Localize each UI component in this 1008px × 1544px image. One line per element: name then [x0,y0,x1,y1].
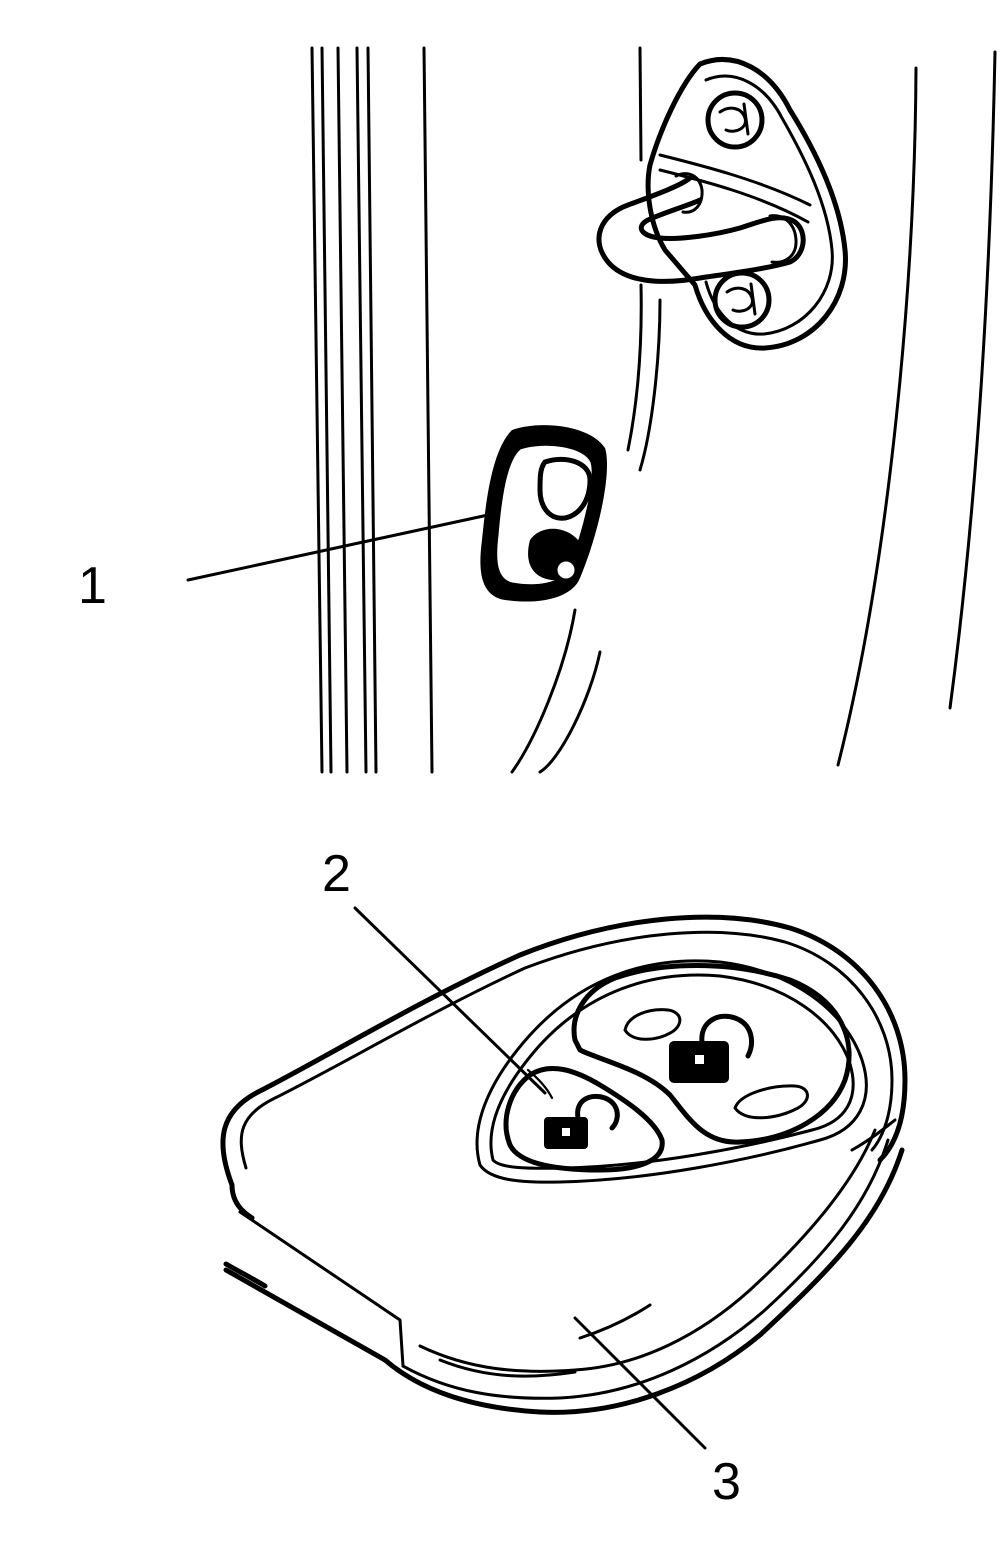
leader-line-3 [573,1316,707,1450]
door-jamb-switch [480,425,608,602]
door-striker [596,57,848,351]
door-pillar [310,46,997,774]
unlock-button [503,1065,665,1173]
leader-line-1 [186,513,490,582]
callout-1: 1 [78,557,107,615]
remote-key-fob [220,914,908,1415]
leader-line-2 [353,906,547,1095]
lock-button-group [571,963,852,1145]
callout-3: 3 [712,1453,741,1511]
callout-2: 2 [322,845,351,903]
